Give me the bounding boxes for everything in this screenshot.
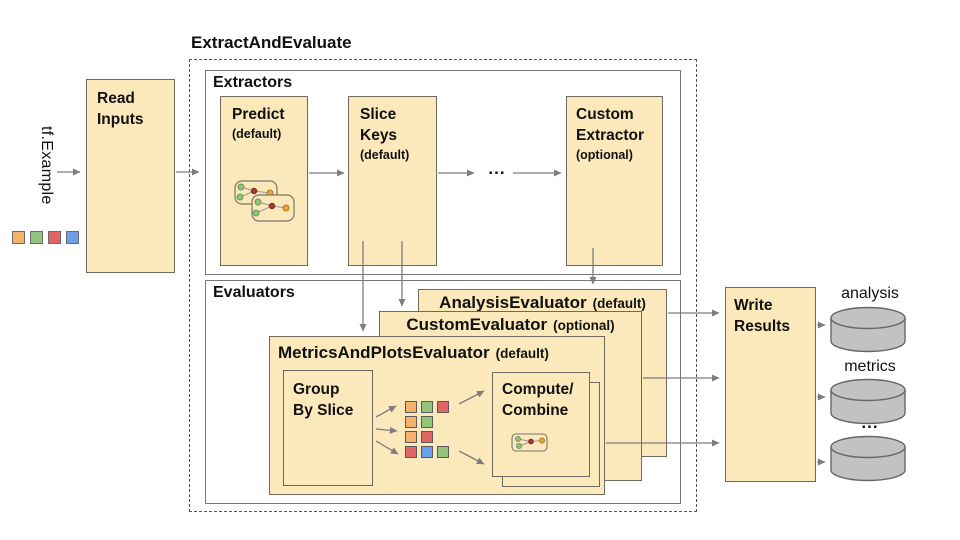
more-extractors-ellipsis: ... bbox=[488, 159, 506, 178]
input-format-label: tf.Example bbox=[38, 126, 55, 205]
compute-combine-label: Compute/ Combine bbox=[502, 381, 574, 419]
extract-and-evaluate-container bbox=[189, 59, 697, 512]
predict-qualifier: (default) bbox=[232, 127, 282, 141]
compute-combine-box: Compute/ Combine bbox=[492, 372, 590, 477]
analysis-evaluator-label: AnalysisEvaluator bbox=[439, 293, 587, 312]
group-by-slice-label: Group By Slice bbox=[293, 381, 354, 419]
custom-evaluator-qualifier: (optional) bbox=[553, 318, 615, 333]
red-example-square bbox=[437, 401, 449, 413]
green-example-square bbox=[437, 446, 449, 458]
orange-example-square bbox=[405, 431, 417, 443]
metrics-database-icon bbox=[830, 378, 906, 425]
metrics-output-label: metrics bbox=[844, 358, 896, 375]
blue-example-square bbox=[421, 446, 433, 458]
input-examples-squares bbox=[12, 231, 79, 247]
analysis-database-icon bbox=[830, 306, 906, 353]
other-database-icon bbox=[830, 435, 906, 482]
red-example-square bbox=[421, 431, 433, 443]
red-example-square bbox=[405, 446, 417, 458]
green-example-square bbox=[421, 401, 433, 413]
combine-graph-icon bbox=[511, 433, 548, 452]
write-results-label: Write Results bbox=[734, 297, 790, 335]
metrics-evaluator-qualifier: (default) bbox=[495, 346, 549, 361]
slice-keys-extractor-box: Slice Keys (default) bbox=[348, 96, 437, 266]
custom-extractor-qualifier: (optional) bbox=[576, 148, 633, 162]
group-by-slice-box: Group By Slice bbox=[283, 370, 373, 486]
red-example-square bbox=[48, 231, 61, 244]
sliced-examples-squares bbox=[405, 401, 449, 461]
metrics-evaluator-label: MetricsAndPlotsEvaluator bbox=[278, 343, 490, 362]
more-outputs-ellipsis: ... bbox=[861, 413, 879, 432]
analysis-evaluator-qualifier: (default) bbox=[592, 296, 646, 311]
diagram-title: ExtractAndEvaluate bbox=[191, 33, 352, 52]
evaluators-section-label: Evaluators bbox=[213, 284, 295, 301]
slice-keys-label: Slice Keys bbox=[360, 106, 398, 144]
read-inputs-box: Read Inputs bbox=[86, 79, 175, 273]
orange-example-square bbox=[12, 231, 25, 244]
custom-extractor-label: Custom Extractor bbox=[576, 106, 645, 144]
write-results-box: Write Results bbox=[725, 287, 816, 482]
model-graph-icon bbox=[234, 180, 295, 222]
green-example-square bbox=[30, 231, 43, 244]
extractors-section-label: Extractors bbox=[213, 74, 293, 91]
green-example-square bbox=[421, 416, 433, 428]
custom-evaluator-label: CustomEvaluator bbox=[406, 315, 548, 334]
orange-example-square bbox=[405, 401, 417, 413]
custom-extractor-box: Custom Extractor (optional) bbox=[566, 96, 663, 266]
slice-keys-qualifier: (default) bbox=[360, 148, 410, 162]
blue-example-square bbox=[66, 231, 79, 244]
read-inputs-label: Read Inputs bbox=[97, 90, 144, 128]
predict-label: Predict bbox=[232, 106, 285, 123]
orange-example-square bbox=[405, 416, 417, 428]
analysis-output-label: analysis bbox=[841, 285, 899, 302]
